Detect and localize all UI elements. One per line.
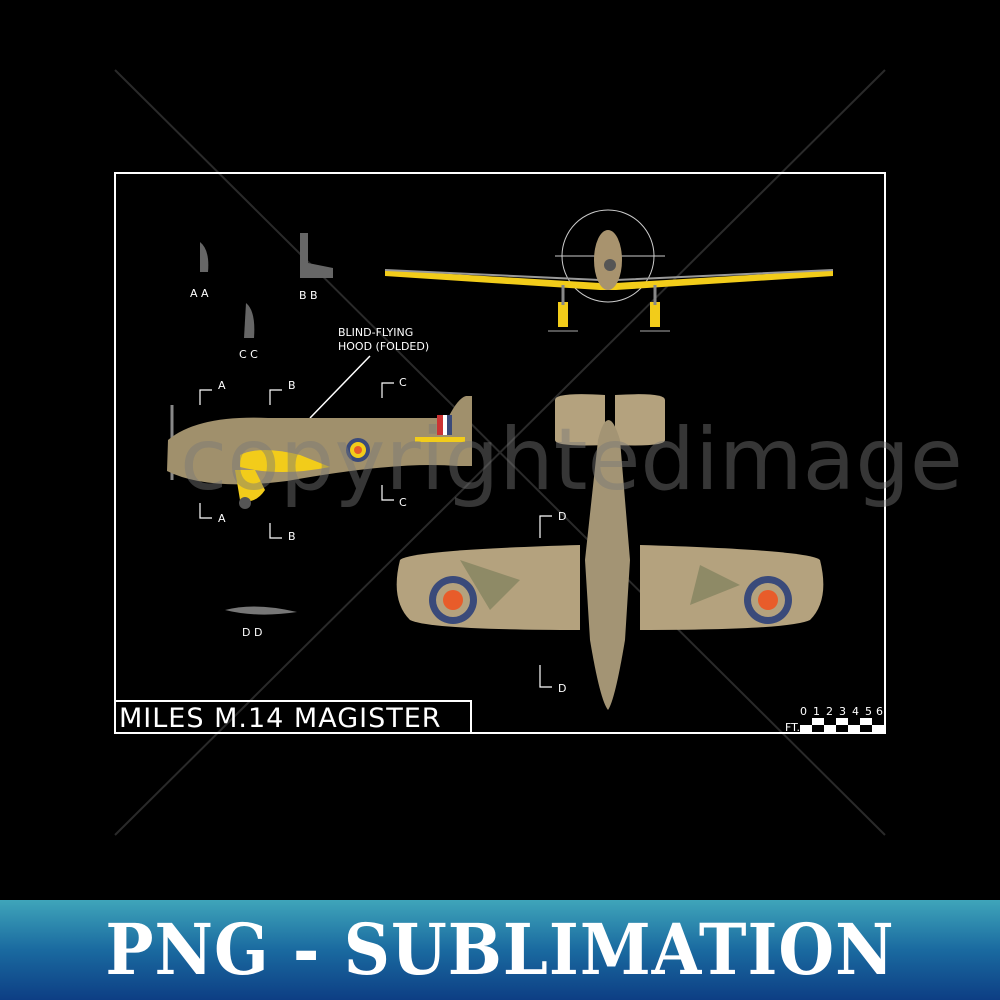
section-c-label: C C [239,348,258,361]
marker-b-top: B [288,379,296,392]
section-b-profile [300,233,333,278]
section-c-profile [244,303,255,338]
scale-tick: 2 [826,705,833,718]
side-view-aircraft [167,396,472,509]
watermark-text: copyrightedimage [180,410,963,510]
marker-a-top: A [218,379,226,392]
drawing-frame [114,172,886,734]
scale-tick: 1 [813,705,820,718]
scale-tick: 6 [876,705,883,718]
front-view-aircraft [384,209,834,332]
scale-unit: FT. [785,721,800,734]
section-d-label: D D [242,626,262,639]
marker-b-bottom: B [288,530,296,543]
section-b-label: B B [299,289,318,302]
callout-line-1: BLIND-FLYING [338,326,413,339]
drawing-title: MILES M.14 MAGISTER [119,702,442,734]
section-a-profile [200,242,209,272]
scale-tick: 4 [852,705,859,718]
marker-d-top: D [558,510,566,523]
scale-ticks: 0 1 2 3 4 5 6 [800,705,883,718]
scale-bar [800,718,884,732]
marker-c-top: C [399,376,407,389]
marker-c-bottom: C [399,496,407,509]
callout-arrow [309,355,371,419]
section-d-profile [225,606,297,615]
sublimation-banner: PNG - SUBLIMATION [0,900,1000,1000]
callout-line-2: HOOD (FOLDED) [338,340,429,353]
scale-tick: 3 [839,705,846,718]
scale-tick: 5 [865,705,872,718]
watermark-diagonal [114,69,886,836]
banner-text: PNG - SUBLIMATION [105,908,895,992]
drawing-title-box: MILES M.14 MAGISTER [115,700,472,734]
section-a-label: A A [190,287,209,300]
section-markers [199,382,552,688]
marker-d-bottom: D [558,682,566,695]
scale-tick: 0 [800,705,807,718]
marker-a-bottom: A [218,512,226,525]
top-view-aircraft [396,394,824,710]
